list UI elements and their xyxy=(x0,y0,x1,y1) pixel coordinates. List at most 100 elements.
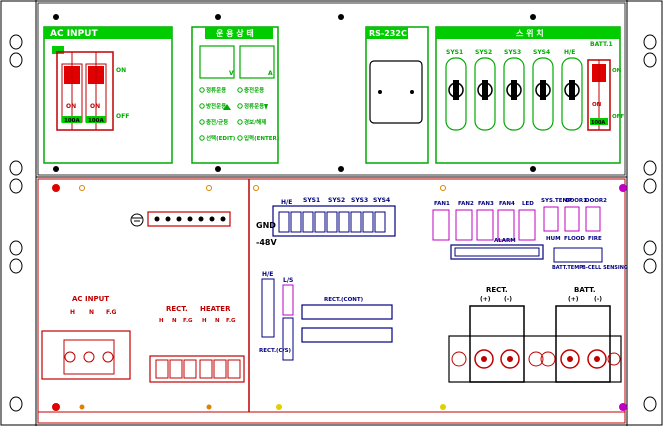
led-label: 경보/해제 xyxy=(244,118,266,126)
batt-out-title: BATT. xyxy=(574,286,596,294)
switch-slots xyxy=(445,57,583,131)
terminal-label: N xyxy=(215,318,220,324)
volt-unit: V xyxy=(229,70,234,77)
sensor-label: DOOR2 xyxy=(585,198,607,204)
status-leds xyxy=(199,87,243,141)
up-arrow-icon xyxy=(223,104,231,110)
top-panel-frame xyxy=(37,2,626,176)
ac-breaker-rating-1: 100A xyxy=(64,118,80,124)
rs232c-title: RS-232C xyxy=(369,29,407,38)
batt-temp-label: BATT.TEMP xyxy=(552,265,583,271)
sensor-label: HUM xyxy=(546,236,561,242)
ac-input-title: AC INPUT xyxy=(50,29,98,39)
terminal-label: H xyxy=(70,309,75,316)
sensor-label: DOOR1 xyxy=(565,198,587,204)
sensor-label: SYS.TEMP xyxy=(541,198,572,204)
bottom-left-section: AC INPUT H N F.G RECT. HEATER H N F.G H … xyxy=(41,184,245,411)
terminal-label: F.G xyxy=(183,318,193,324)
ac-input-bottom-title: AC INPUT xyxy=(72,295,109,303)
switch-label: SYS1 xyxy=(446,49,463,56)
ac-breaker xyxy=(56,51,114,131)
batt-minus: (-) xyxy=(594,296,602,303)
switch-title: 스 위 치 xyxy=(516,28,544,38)
gnd-label: GND xyxy=(256,221,276,230)
ac-input-panel: AC INPUT ON ON 100A 100A ON OFF xyxy=(43,26,173,164)
amp-meter xyxy=(239,45,275,79)
switch-label: SYS4 xyxy=(533,49,550,56)
operation-title: 운 용 상 태 xyxy=(216,28,254,38)
dc-output-busbar xyxy=(448,335,622,383)
ground-bar xyxy=(147,211,231,227)
terminal-label: N xyxy=(172,318,177,324)
rs232c-panel: RS-232C xyxy=(365,26,429,164)
rect-output-block xyxy=(469,305,525,383)
he-label: H/E xyxy=(262,271,273,278)
alarm-connector xyxy=(450,244,544,260)
volt-meter xyxy=(199,45,235,79)
led-label: 입력(ENTER) xyxy=(244,134,280,142)
batt-output-block xyxy=(555,305,611,383)
minus48v-label: -48V xyxy=(256,238,277,247)
operation-panel: 운 용 상 태 V A 정류운용 방전운용 충전운용 정류운용 충전/균등 경보… xyxy=(191,26,280,164)
terminal-label: F.G xyxy=(226,318,236,324)
sensor-label: FIRE xyxy=(588,236,602,242)
led-label: 방전운용 xyxy=(206,102,226,110)
output-terminals xyxy=(451,349,621,369)
ac-breaker-on-1: ON xyxy=(66,103,76,110)
sensor-connectors xyxy=(543,206,601,232)
batt-off-label: OFF xyxy=(612,114,624,120)
sensor-label: FLOOD xyxy=(564,236,585,242)
rect-title: RECT. xyxy=(166,305,188,313)
rect-cont-connector xyxy=(301,304,393,320)
rect-heater-terminal-block xyxy=(149,355,245,383)
fan-label: FAN4 xyxy=(499,201,515,207)
bottom-right-section: H/E SYS1 SYS2 SYS3 SYS4 GND -48V FAN1 FA… xyxy=(253,184,628,411)
terminal-label: H xyxy=(202,318,207,324)
rect-minus: (-) xyxy=(504,296,512,303)
ac-on-label: ON xyxy=(116,67,126,74)
switch-panel: 스 위 치 SYS1 SYS2 SYS3 SYS4 H/E BATT.1 ON … xyxy=(435,26,624,164)
fan-label: LED xyxy=(522,201,534,207)
ac-off-label: OFF xyxy=(116,113,129,120)
rect-cont-label: RECT.(CONT) xyxy=(324,297,364,303)
switch-label: H/E xyxy=(564,49,575,56)
led-label: 충전운용 xyxy=(244,86,264,94)
terminal-label: N xyxy=(89,309,94,316)
toggle-switches[interactable] xyxy=(448,80,580,100)
ac-terminal-block xyxy=(41,330,131,380)
terminal-label: H xyxy=(159,318,164,324)
ls-connector xyxy=(282,284,294,316)
batt-breaker-on: ON xyxy=(592,102,602,108)
rs232c-port[interactable] xyxy=(369,60,423,124)
ls-label: L/S xyxy=(283,277,293,284)
rect-plus: (+) xyxy=(480,296,491,303)
led-label: 선택(EDIT) xyxy=(206,134,236,142)
led-label: 정류운용 xyxy=(244,102,264,110)
dc-label: SYS3 xyxy=(351,197,368,204)
ground-icon xyxy=(130,213,144,227)
he-connector xyxy=(261,278,275,338)
rail-holes xyxy=(9,34,657,412)
led-label: 정류운용 xyxy=(206,86,226,94)
rect-cs-connector xyxy=(301,327,393,343)
batt-switch-title: BATT.1 xyxy=(590,41,613,48)
batt-on-label: ON xyxy=(612,68,622,74)
amp-unit: A xyxy=(268,70,273,77)
ac-breaker-rating-2: 100A xyxy=(88,118,104,124)
dc-terminal-block xyxy=(272,205,396,237)
batt-breaker-rating: 100A xyxy=(591,120,605,126)
rect-out-title: RECT. xyxy=(486,286,508,294)
switch-label: SYS2 xyxy=(475,49,492,56)
dc-label: SYS1 xyxy=(303,197,320,204)
alarm-label: ALARM xyxy=(494,238,516,244)
rect-cs-label: RECT.(C/S) xyxy=(259,348,292,354)
down-arrow-icon xyxy=(264,104,268,110)
bcell-label: B-CELL SENSING xyxy=(582,265,628,271)
fan-connectors xyxy=(432,209,536,241)
dc-label: H/E xyxy=(281,199,292,206)
switch-label: SYS3 xyxy=(504,49,521,56)
dc-label: SYS2 xyxy=(328,197,345,204)
